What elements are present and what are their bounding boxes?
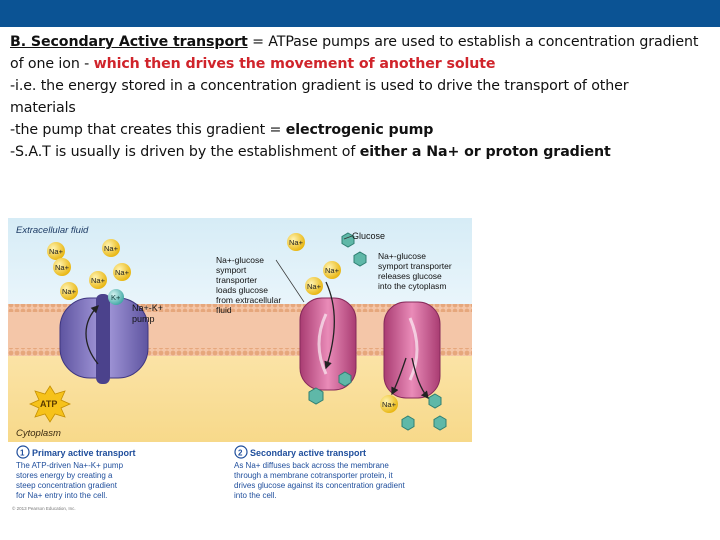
atp-starburst: ATP: [29, 385, 71, 423]
sodium-ion: Na+: [380, 395, 398, 413]
pump-flow-arrow: [85, 305, 99, 365]
svg-text:Na+-glucose: Na+-glucose: [378, 251, 426, 261]
glucose-molecule: [401, 415, 415, 431]
text-red-emphasis: which then drives the movement of anothe…: [93, 56, 496, 72]
transport-diagram: Extracellular fluid Cytoplasm Na+-K+ pum…: [8, 218, 472, 514]
svg-text:Na+: Na+: [115, 268, 130, 277]
svg-text:steep concentration gradient: steep concentration gradient: [16, 481, 118, 490]
sodium-ion: Na+: [113, 263, 131, 281]
svg-text:through a membrane cotransport: through a membrane cotransporter protein…: [234, 471, 394, 480]
glucose-molecule: [338, 371, 352, 387]
svg-text:transporter: transporter: [216, 275, 257, 285]
svg-text:into the cytoplasm: into the cytoplasm: [378, 281, 447, 291]
glucose-molecule: [353, 251, 367, 267]
svg-text:Secondary active transport: Secondary active transport: [250, 448, 366, 458]
text-line-6: -S.A.T is usually is driven by the estab…: [10, 141, 715, 163]
svg-text:Na+: Na+: [55, 263, 70, 272]
text-line-3: -i.e. the energy stored in a concentrati…: [10, 78, 629, 94]
copyright-text: © 2013 Pearson Education, Inc.: [12, 505, 76, 511]
text-line-2-start: of one ion -: [10, 56, 94, 72]
glucose-label: Glucose: [352, 231, 385, 241]
svg-text:for Na+ entry into the cell.: for Na+ entry into the cell.: [16, 491, 107, 500]
svg-text:fluid: fluid: [216, 305, 232, 315]
svg-text:stores energy by creating a: stores energy by creating a: [16, 471, 113, 480]
potassium-ion: K+: [108, 289, 124, 305]
sodium-ion: Na+: [305, 277, 323, 295]
symport-releasing-label: Na+-glucose symport transporter releases…: [378, 251, 452, 291]
symport-loading-label: Na+-glucose symport transporter loads gl…: [216, 255, 281, 315]
cytoplasm-label: Cytoplasm: [16, 428, 61, 439]
svg-text:into the cell.: into the cell.: [234, 491, 277, 500]
svg-text:loads glucose: loads glucose: [216, 285, 268, 295]
slide-top-bar: [0, 0, 720, 27]
svg-text:Na+: Na+: [325, 266, 340, 275]
text-line-4: materials: [10, 100, 76, 116]
svg-text:Na+-glucose: Na+-glucose: [216, 255, 264, 265]
sodium-ion: Na+: [89, 271, 107, 289]
sodium-ion: Na+: [102, 239, 120, 257]
sodium-ion: Na+: [287, 233, 305, 251]
svg-text:Primary active transport: Primary active transport: [32, 448, 136, 458]
na-k-pump: [59, 294, 149, 384]
extracellular-region: [8, 218, 472, 304]
svg-text:symport: symport: [216, 265, 247, 275]
svg-text:Na+: Na+: [62, 287, 77, 296]
step-2-caption: 2 Secondary active transport As Na+ diff…: [234, 445, 406, 500]
text-line-5-start: -the pump that creates this gradient =: [10, 122, 286, 138]
text-line-6-start: -S.A.T is usually is driven by the estab…: [10, 144, 360, 160]
svg-text:K+: K+: [111, 293, 121, 302]
sodium-ion: Na+: [53, 258, 71, 276]
svg-text:symport transporter: symport transporter: [378, 261, 452, 271]
text-line-2: of one ion - which then drives the movem…: [10, 53, 715, 75]
text-electrogenic-pump: electrogenic pump: [285, 122, 434, 138]
svg-text:Na+: Na+: [382, 400, 397, 409]
svg-text:2: 2: [238, 449, 243, 458]
glucose-molecule: [428, 393, 442, 409]
slide-body-text: B. Secondary Active transport = ATPase p…: [10, 31, 715, 163]
release-arrow-na: [391, 357, 407, 396]
glucose-molecule: [308, 387, 324, 405]
sodium-ion: Na+: [323, 261, 341, 279]
svg-text:Na+: Na+: [91, 276, 106, 285]
svg-text:drives glucose against its con: drives glucose against its concentration…: [234, 481, 406, 490]
svg-text:Na+: Na+: [307, 282, 322, 291]
svg-text:from extracellular: from extracellular: [216, 295, 281, 305]
sodium-ion: Na+: [47, 242, 65, 260]
svg-text:1: 1: [20, 449, 25, 458]
svg-text:As Na+ diffuses back across th: As Na+ diffuses back across the membrane: [234, 461, 389, 470]
pump-label-1: Na+-K+: [132, 303, 163, 313]
sodium-ion: Na+: [60, 282, 78, 300]
svg-text:Na+: Na+: [104, 244, 119, 253]
heading-secondary-active-transport: B. Secondary Active transport: [10, 34, 248, 50]
text-line-1: B. Secondary Active transport = ATPase p…: [10, 31, 715, 53]
svg-text:The ATP-driven Na+-K+ pump: The ATP-driven Na+-K+ pump: [16, 461, 124, 470]
release-arrow: [411, 357, 429, 400]
extracellular-label: Extracellular fluid: [16, 225, 89, 236]
svg-text:Na+: Na+: [289, 238, 304, 247]
cotransporter-releasing: [383, 301, 441, 399]
text-line-5: -the pump that creates this gradient = e…: [10, 119, 715, 141]
cotransport-arrow: [324, 281, 335, 370]
pump-label-2: pump: [132, 314, 155, 324]
cotransporter-loading: [299, 297, 357, 391]
text-line-1-rest: = ATPase pumps are used to establish a c…: [247, 34, 699, 50]
text-gradient-emphasis: either a Na+ or proton gradient: [359, 144, 611, 160]
svg-text:releases glucose: releases glucose: [378, 271, 442, 281]
svg-text:Na+: Na+: [49, 247, 64, 256]
step-1-caption: 1 Primary active transport The ATP-drive…: [16, 445, 136, 500]
glucose-molecule: [433, 415, 447, 431]
svg-text:ATP: ATP: [40, 399, 57, 409]
